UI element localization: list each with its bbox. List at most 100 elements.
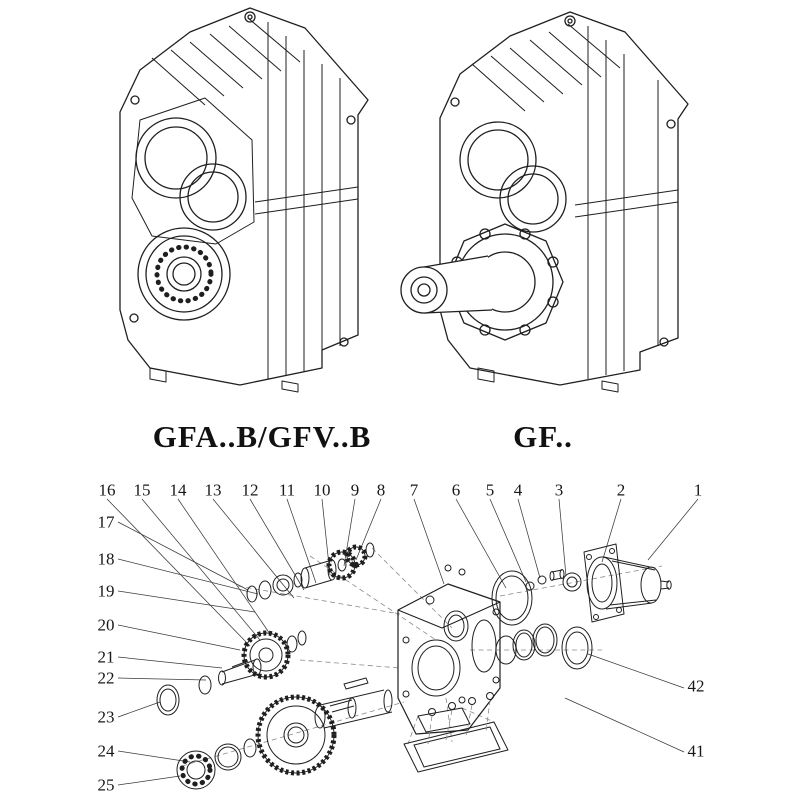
seal-ring-large-inner [565,631,589,665]
housing-silhouette [439,11,689,386]
cover-plate-inner [413,726,501,768]
output-shaft [315,689,393,729]
bore-2-inner [507,173,559,225]
motor-shaft-end [666,580,672,590]
ring [512,629,536,661]
shaft-key [343,677,369,690]
callout-8: 8 [376,480,386,500]
seal-ring-large [561,626,593,670]
callout-24: 24 [97,741,115,761]
housing-bore-small [443,610,469,642]
shaft-end [218,670,226,686]
motor-flange-hole [616,607,622,613]
callout-2: 2 [616,480,626,500]
motor-flange [583,543,625,623]
side-band [254,186,359,215]
callout-42: 42 [687,676,705,696]
exploded-assembly-drawing [106,498,699,790]
callout-4: 4 [513,480,523,500]
dowel-pin-end [559,569,565,579]
retaining-ring [198,675,212,695]
output-shaft-lines [423,255,493,314]
screw-3 [659,337,669,347]
screw-3 [129,313,139,323]
screw-4 [339,337,349,347]
flange-bolt-2 [519,324,531,336]
bearing-inner [276,578,290,592]
output-shaft-step [347,697,357,719]
callout-25: 25 [97,775,115,795]
washer [365,542,375,558]
output-bearing-outer [137,227,231,321]
snap-ring-inner [217,746,239,768]
ring-set-parts [495,623,593,670]
circlip [495,635,517,665]
input-bearing [562,572,582,592]
motor-face-inner [591,563,613,603]
ring-inner [515,632,533,658]
output-bearing-balls [154,244,214,304]
motor-flange-hole [593,614,599,620]
housing-top-edge [397,601,501,629]
bore-2 [499,165,567,233]
top-bolt [444,564,452,572]
motor-side-parts [491,543,672,626]
spacer [293,572,303,588]
output-gear-parts [176,677,393,790]
spur-gear-teeth [241,630,291,680]
housing-bolt-hole [458,696,466,704]
cover-bolt [448,702,456,710]
callout-23: 23 [97,707,115,727]
callout-21: 21 [97,647,115,667]
snap-ring [214,743,242,771]
motor-face [586,556,618,610]
output-bearing-hub [172,262,196,286]
model-label-gf: GF.. [513,419,573,454]
flange-bolt-7 [519,228,531,240]
gasket [491,570,533,626]
top-bolt [458,568,466,576]
bolt [537,575,547,585]
callout-14: 14 [169,480,187,500]
intermediate-shaft [221,659,259,685]
callout-16: 16 [98,480,116,500]
seal-ring [156,684,180,716]
bore-2-inner [187,171,239,223]
mounting-feet [149,367,299,393]
screw-2 [666,119,676,129]
screw-2 [346,115,356,125]
shaft-end [252,658,262,676]
bore-1 [459,121,537,199]
callout-19: 19 [97,581,115,601]
flange-bolt-1 [547,296,559,308]
ball-bearing-balls [179,753,213,787]
callout-22: 22 [97,668,115,688]
bolt [525,581,535,591]
washer [286,635,298,653]
flange-bolt-3 [479,324,491,336]
exploded-housing [397,564,501,735]
output-gear-teeth [255,694,337,776]
cover-bolt [428,708,436,716]
bearing [272,574,294,596]
side-ribs [587,26,659,379]
callout-6: 6 [451,480,461,500]
housing-bolt-hole [402,690,410,698]
seal-ring-inner [159,688,177,712]
ball-bearing [176,750,216,790]
output-gear-hub [283,722,309,748]
ring [532,623,558,657]
input-bearing-inner [566,576,578,588]
washer [243,738,257,758]
housing-bore-small-inner [447,614,465,638]
oil-plug [564,15,576,27]
gasket-inner [495,575,529,621]
washer [297,630,307,646]
oil-plug-center [567,18,573,24]
output-shaft-center [417,283,431,297]
cover-plate-parts [403,692,509,773]
callout-leader-lines [106,498,699,786]
intermediate-gear-parts [156,630,307,716]
